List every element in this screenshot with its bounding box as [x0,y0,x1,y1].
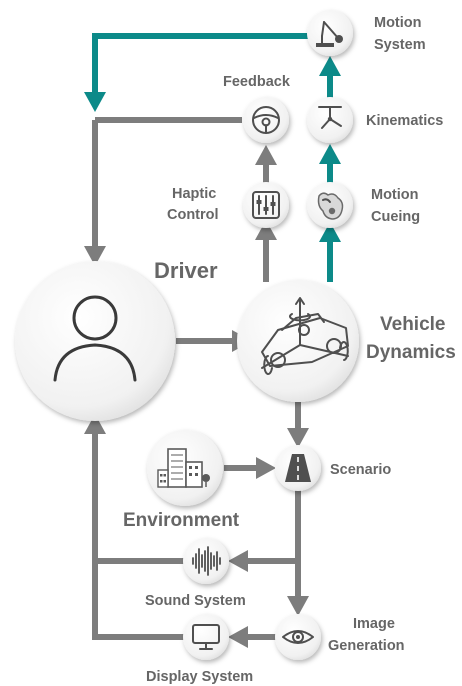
kinematics-to-motion-arrowhead [319,56,341,76]
motion-system-label-line1: Motion [374,15,422,31]
haptic-to-feedback-arrowhead [255,145,277,165]
robot-arm-icon [316,21,343,47]
driver-return-arrowhead [84,414,106,434]
scenario-to-sound-arrowhead [228,550,248,572]
feedback-label: Feedback [223,74,291,90]
environment-node [147,430,223,506]
vehicle-dynamics-label-line2: Dynamics [366,342,456,363]
scenario-label: Scenario [330,462,391,478]
haptic-control-label-line2: Control [167,207,219,223]
motion-cueing-node [307,182,353,228]
sound-system-label: Sound System [145,593,246,609]
cueing-to-kinematics-arrowhead [319,144,341,164]
sound-system-node [183,538,229,584]
driver-label: Driver [154,258,218,283]
person-icon [53,295,137,382]
vehicle-dynamics-node [237,280,359,402]
image-generation-label-line1: Image [353,616,395,632]
motion-to-driver-arrowhead [84,92,106,112]
vehicle-dynamics-label-line1: Vehicle [380,314,446,335]
scenario-node [275,445,321,491]
haptic-control-node [243,182,289,228]
scenario-to-image-arrowhead [287,596,309,616]
image-generation-label-line2: Generation [328,638,405,654]
gray-connectors [84,117,309,648]
motion-system-node [307,10,353,56]
monitor-icon [192,624,220,650]
teal-connectors [84,33,341,282]
road-icon [285,454,311,482]
eye-icon [282,630,314,644]
environment-label: Environment [123,510,240,531]
motion-system-label-line2: System [374,37,426,53]
environment-to-scenario-arrowhead [256,457,276,479]
display-system-node [183,614,229,660]
driver-node [15,261,175,421]
sound-wave-icon [192,546,221,576]
vehicle-to-scenario-arrowhead [287,428,309,448]
image-to-display-arrowhead [228,626,248,648]
image-generation-node [275,614,321,660]
driver-input-arrowhead [84,246,106,266]
vehicle-axes-icon [261,297,349,375]
haptic-control-label-line1: Haptic [172,186,216,202]
motion-cueing-label-line1: Motion [371,187,419,203]
labels: Driver Vehicle Dynamics Environment Scen… [123,15,456,685]
haptic-sliders-icon [252,191,280,219]
vehicle-to-cueing-arrowhead [319,222,341,242]
display-system-label: Display System [146,669,253,685]
motion-cueing-icon [317,192,344,220]
motion-cueing-label-line2: Cueing [371,209,420,225]
kinematics-label: Kinematics [366,113,443,129]
city-buildings-icon [157,448,210,488]
kinematics-node [307,97,353,143]
kinematics-icon [318,106,342,129]
vehicle-to-haptic-arrowhead [255,220,277,240]
feedback-node [243,97,289,143]
steering-wheel-icon [252,106,280,134]
